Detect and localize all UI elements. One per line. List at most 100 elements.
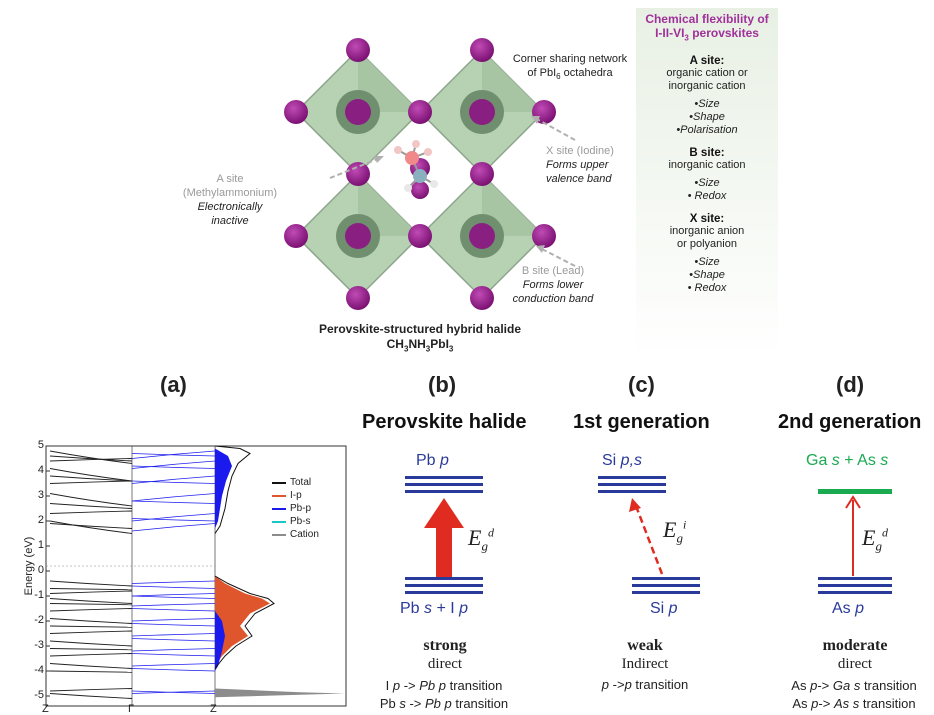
level-diagram-c: [598, 476, 700, 594]
a-item-shape: •Shape: [689, 111, 725, 124]
corner-sharing-label: Corner sharing network of PbI6 octahedra: [500, 52, 640, 84]
b-top-level: Pb p: [416, 452, 449, 469]
band-line: [131, 653, 216, 657]
band-line: [131, 585, 216, 589]
x-site-grey: X site (Iodine): [546, 145, 614, 157]
band-line: [49, 670, 133, 673]
c-strength: weak: [627, 637, 663, 654]
band-line: [49, 618, 133, 624]
band-line: [49, 640, 133, 647]
level-diagram-b: [405, 476, 483, 594]
b-eg-label: Egd: [468, 525, 494, 554]
d-transitions: As p-> Ga s transition As p-> As s trans…: [774, 677, 934, 713]
b-site-head: B site:: [689, 147, 725, 160]
ytick-label: -4: [34, 664, 44, 676]
dos-curve: [214, 445, 251, 534]
band-line: [131, 603, 216, 607]
sidebar-content: Chemical flexibility of I-II-VI3 perovsk…: [636, 12, 778, 295]
panel-a-letter: (a): [160, 372, 187, 397]
octahedron-bottom-right: [418, 172, 546, 300]
a-site-desc-2: inactive: [211, 215, 249, 227]
band-line: [131, 460, 216, 469]
band-line: [49, 663, 133, 669]
b-eg-sup: d: [487, 525, 494, 540]
band-line: [131, 608, 216, 612]
band-line: [131, 523, 216, 532]
band-line: [131, 633, 216, 637]
band-line: [131, 475, 216, 484]
caption-line1: Perovskite-structured hybrid halide: [318, 322, 522, 336]
band-line: [49, 510, 133, 514]
a-item-polarisation: •Polarisation: [676, 124, 738, 137]
b-site-desc-1: inorganic cation: [668, 159, 746, 172]
band-line: [49, 523, 133, 529]
band-line: [49, 580, 133, 587]
band-line: [49, 480, 133, 484]
dos-curve: [215, 688, 345, 698]
methylammonium-molecule: [394, 140, 438, 192]
band-line: [131, 618, 216, 622]
corner-label-line2: of PbI6 octahedra: [527, 67, 613, 82]
legend-swatch: [272, 520, 286, 523]
a-site-desc-1: organic cation or: [666, 67, 748, 80]
band-line: [49, 450, 133, 464]
band-line: [49, 590, 133, 594]
band-line: [49, 630, 133, 634]
xtick-gamma: Γ: [128, 703, 135, 715]
band-line: [131, 648, 216, 652]
band-line: [131, 623, 216, 627]
band-line: [131, 593, 216, 597]
a-site-desc-1: Electronically: [197, 201, 263, 213]
ytick-label: 4: [37, 464, 44, 476]
band-line: [49, 608, 133, 612]
band-line: [131, 638, 216, 642]
b-strength: strong: [423, 637, 467, 654]
a-site-label: A site (Methylammonium) Electronically i…: [170, 172, 290, 228]
band-line: [49, 598, 133, 604]
band-structure-plot: [45, 445, 347, 707]
b-site-label: B site (Lead) Forms lower conduction ban…: [498, 264, 608, 306]
structure-caption: Perovskite-structured hybrid halide CH3N…: [300, 322, 540, 356]
x-site-head: X site:: [689, 213, 725, 226]
ytick-label: 0: [37, 564, 44, 576]
d-description: moderate direct: [790, 636, 920, 674]
c-type: Indirect: [621, 656, 669, 672]
legend-label: Pb-p: [290, 503, 312, 514]
x-item-shape: •Shape: [689, 269, 725, 282]
band-line: [49, 458, 133, 462]
xtick-z-right: Z: [210, 703, 217, 715]
band-line: [49, 520, 133, 534]
legend-swatch: [272, 481, 286, 484]
level-diagram-d: [818, 489, 892, 594]
band-line: [131, 518, 216, 522]
panel-c-title: 1st generation: [573, 411, 710, 433]
b-site-grey: B site (Lead): [521, 265, 585, 277]
c-bottom-level: Si p: [650, 600, 678, 617]
a-item-size: •Size: [694, 98, 720, 111]
ytick-label: -5: [34, 689, 44, 701]
dos-curve: [215, 576, 270, 666]
xtick-z-left: Z: [42, 703, 49, 715]
c-transition-1: p ->p transition: [601, 677, 689, 692]
band-line: [49, 648, 133, 651]
a-site-desc-2: inorganic cation: [668, 80, 746, 93]
band-line: [131, 513, 216, 522]
legend-label: Pb-s: [290, 516, 311, 527]
b-transition-2: Pb s -> Pb p transition: [379, 696, 509, 711]
band-line: [49, 468, 133, 482]
band-line: [131, 500, 216, 504]
legend-label: I-p: [290, 490, 302, 501]
panel-d-letter: (d): [836, 372, 865, 397]
b-transitions: I p -> Pb p transition Pb s -> Pb p tran…: [356, 677, 532, 713]
b-transition-1: I p -> Pb p transition: [385, 678, 503, 693]
dos-curve: [215, 611, 225, 671]
band-line: [131, 465, 216, 469]
x-item-redox: • Redox: [687, 282, 727, 295]
b-item-redox: • Redox: [687, 190, 727, 203]
c-description: weak Indirect: [585, 636, 705, 674]
d-bottom-level: As p: [832, 600, 865, 617]
ytick-label: -1: [34, 589, 44, 601]
panel-b-title: Perovskite halide: [362, 411, 527, 433]
